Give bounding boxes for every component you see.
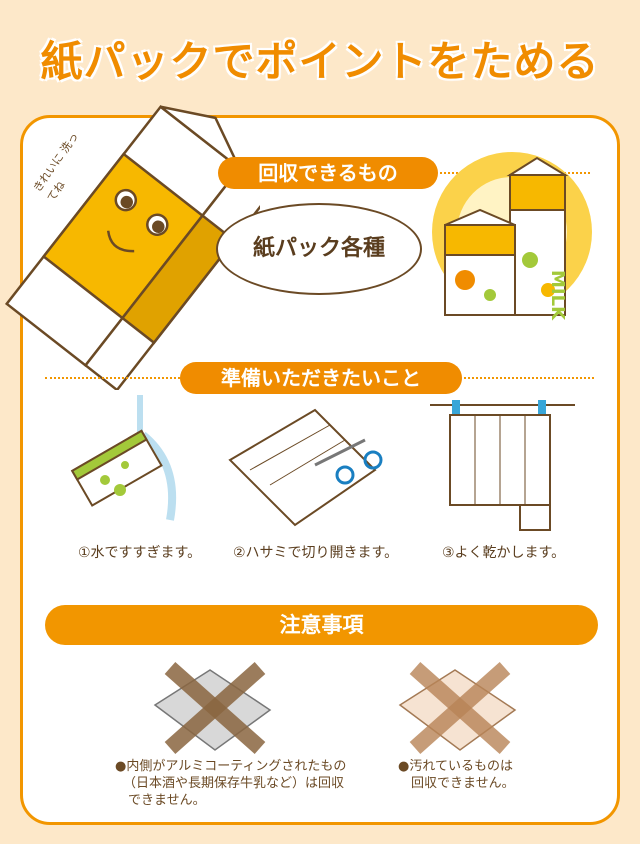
preparation-heading: 準備いただきたいこと xyxy=(180,362,462,394)
recyclable-heading: 回収できるもの xyxy=(218,157,438,189)
cautions-heading: 注意事項 xyxy=(45,605,598,645)
caution-2-line-2: 回収できません。 xyxy=(411,776,515,791)
milk-cartons-illustration: MILK xyxy=(432,152,592,321)
cut-open-illustration xyxy=(228,408,383,527)
caution-1-line-1: 内側がアルミコーティングされたもの xyxy=(126,759,347,774)
divider xyxy=(45,377,180,379)
caution-1-line-2: （日本酒や長期保存牛乳など）は回収 xyxy=(123,776,345,791)
divider xyxy=(464,377,594,379)
aluminum-carton-crossed-illustration xyxy=(153,662,272,754)
caution-1: ●内側がアルミコーティングされたもの （日本酒や長期保存牛乳など）は回収 できま… xyxy=(115,758,346,809)
caution-2: ●汚れているものは 回収できません。 xyxy=(398,758,515,792)
dirty-carton-crossed-illustration xyxy=(398,662,517,754)
bullet: ● xyxy=(398,759,410,774)
page-title: 紙パックでポイントをためる xyxy=(40,37,600,86)
drying-illustration xyxy=(430,400,575,531)
step-1-label: ①水ですすぎます。 xyxy=(78,545,202,561)
speech-bubble: 紙パック各種 xyxy=(216,203,422,295)
caution-2-line-1: 汚れているものは xyxy=(409,759,513,774)
bullet: ● xyxy=(115,759,127,774)
carton-label: MILK xyxy=(547,270,568,321)
caution-1-line-3: できません。 xyxy=(128,793,206,808)
step-3-label: ③よく乾かします。 xyxy=(442,545,566,561)
step-2-label: ②ハサミで切り開きます。 xyxy=(233,545,399,561)
rinse-illustration xyxy=(70,395,177,521)
